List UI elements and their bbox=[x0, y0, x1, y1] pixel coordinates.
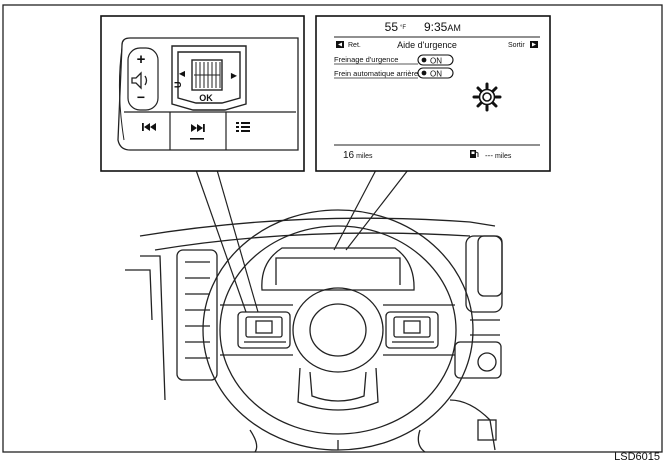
gear-icon bbox=[472, 82, 502, 112]
scroll-wheel[interactable] bbox=[194, 62, 221, 88]
setting-label-rear-auto-brake[interactable]: Frein automatique arrière bbox=[334, 69, 418, 78]
menu-list-icon[interactable] bbox=[236, 122, 250, 132]
clock-time: 9:35AM bbox=[424, 20, 461, 34]
temperature-unit: °F bbox=[400, 25, 406, 31]
leader-lines bbox=[195, 169, 409, 313]
fuel-range: ---miles bbox=[485, 151, 512, 160]
exit-arrow-icon[interactable] bbox=[530, 41, 538, 48]
u-turn-label: U bbox=[173, 82, 183, 89]
toggle-rear-auto-brake[interactable]: ON bbox=[417, 67, 454, 79]
toggle-emergency-braking[interactable]: ON bbox=[417, 54, 454, 66]
outside-temperature: 55 bbox=[385, 20, 399, 34]
next-track-icon[interactable] bbox=[190, 124, 205, 140]
menu-title: Aide d'urgence bbox=[397, 40, 457, 50]
four-way-controller[interactable] bbox=[171, 45, 247, 111]
steering-wheel-illustration bbox=[125, 209, 503, 453]
back-arrow-icon[interactable] bbox=[336, 41, 344, 48]
speaker-icon bbox=[131, 71, 148, 90]
setting-label-emergency-braking[interactable]: Freinage d'urgence bbox=[334, 55, 398, 64]
toggle-state-label: ON bbox=[430, 70, 442, 79]
right-arrow-button[interactable]: ▶ bbox=[231, 71, 238, 80]
volume-plus-label[interactable]: + bbox=[137, 51, 146, 68]
lower-button-row bbox=[124, 111, 296, 150]
exit-label[interactable]: Sortir bbox=[508, 42, 525, 49]
switch-panel-callout bbox=[100, 15, 305, 172]
toggle-state-label: ON bbox=[430, 57, 442, 66]
fuel-pump-icon bbox=[470, 150, 479, 158]
back-label[interactable]: Ret. bbox=[348, 42, 361, 49]
ok-button[interactable]: OK bbox=[199, 93, 213, 103]
volume-minus-label[interactable]: − bbox=[137, 89, 145, 105]
figure-code: LSD6015 bbox=[614, 451, 660, 463]
previous-track-icon[interactable] bbox=[142, 123, 156, 131]
left-arrow-button[interactable]: ◀ bbox=[179, 69, 186, 78]
